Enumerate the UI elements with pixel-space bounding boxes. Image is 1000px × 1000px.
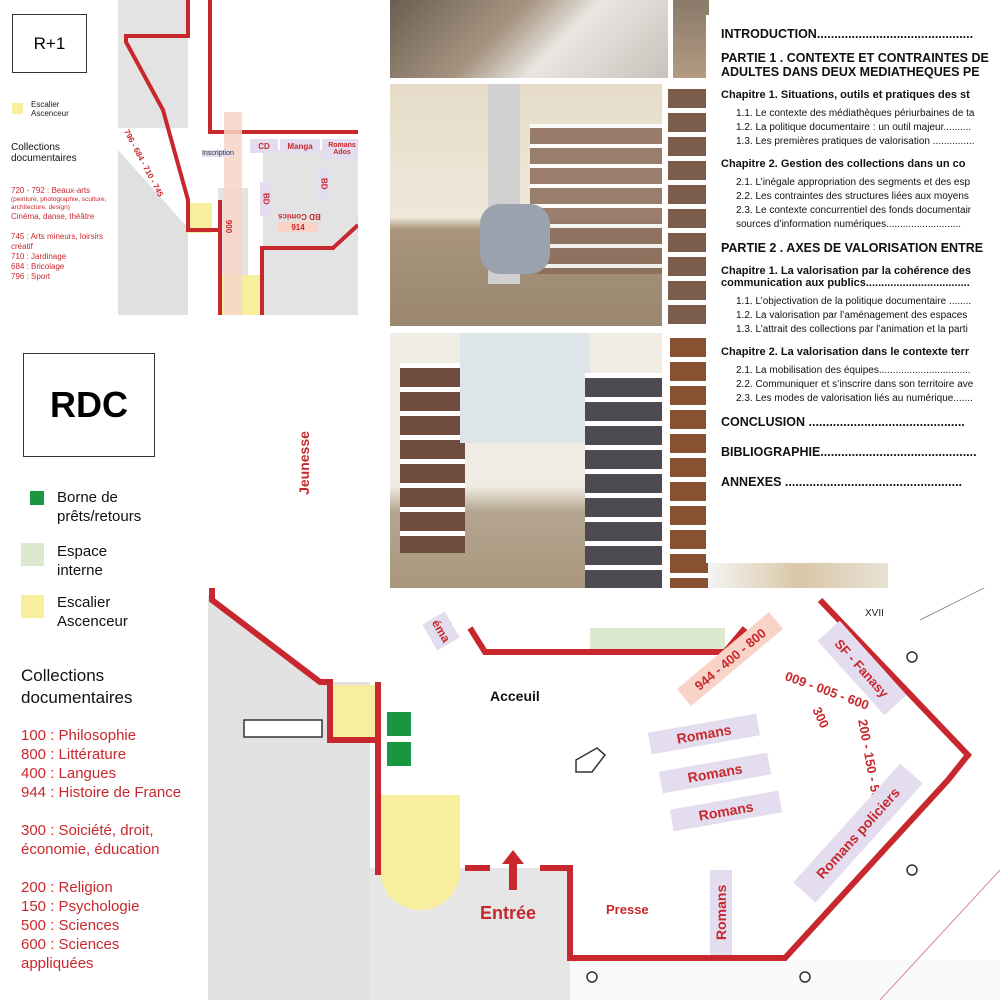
- collection-item: 300 : Soiciété, droit, économie, éducati…: [21, 822, 160, 858]
- library-photo-top-right: [673, 0, 709, 78]
- collection-item: 600 : Sciences appliquées: [21, 936, 120, 972]
- collection-item: 100 : Philosophie: [21, 727, 137, 744]
- shelf-romans-vertical: Romans: [710, 870, 732, 955]
- collection-item: 150 : Psychologie: [21, 898, 140, 915]
- entree-label: Entrée: [480, 903, 537, 923]
- collections-list-rdc: 100 : Philosophie 800 : Littérature 400 …: [21, 726, 196, 973]
- stairs-elevator-swatch: [21, 595, 44, 618]
- bd-comics-label: BD Comics: [278, 212, 321, 221]
- shelf-cd: CD: [250, 139, 278, 153]
- toc-chapter: Chapitre 2. Gestion des collections dans…: [721, 158, 966, 170]
- photo-shelf-left: [400, 363, 465, 553]
- toc-item: 2.2. Les contraintes des structures liée…: [736, 191, 969, 202]
- collections-title-rdc: Collections documentaires: [21, 666, 133, 707]
- collection-detail: (peinture, photographie, sculture, archi…: [11, 196, 107, 211]
- table-of-contents: INTRODUCTION............................…: [706, 15, 1000, 563]
- toc-chapter: Chapitre 1. Situations, outils et pratiq…: [721, 89, 970, 101]
- legend-stairs-label: Escalier Ascenceur: [31, 100, 69, 118]
- legend-checkout-kiosk: Borne de prêts/retours: [57, 489, 142, 525]
- collection-item: 800 : Littérature: [21, 746, 127, 763]
- jeunesse-label: Jeunesse: [295, 431, 312, 495]
- toc-item: 2.3. Les modes de valorisation liés au n…: [736, 393, 973, 404]
- level-label-r1: R+1: [12, 14, 87, 73]
- toc-chapter: Chapitre 2. La valorisation dans le cont…: [721, 346, 970, 358]
- level-label-text: R+1: [33, 33, 66, 53]
- collection-item: 944 : Histoire de France: [21, 784, 182, 801]
- level-label-rdc: RDC: [23, 353, 155, 457]
- shelf-914: 914: [278, 222, 318, 232]
- toc-conclusion: CONCLUSION .............................…: [721, 415, 965, 429]
- collection-item: 400 : Langues: [21, 765, 117, 782]
- collection-item: 796 : Sport: [11, 272, 51, 281]
- toc-partie-1-line-2: ADULTES DANS DEUX MEDIATHEQUES PE: [721, 65, 980, 79]
- collections-title-r1: Collections documentaires: [11, 142, 77, 164]
- acceuil-label: Acceuil: [490, 688, 540, 704]
- library-photo-bottom-strip: [708, 563, 888, 588]
- toc-annexes: ANNEXES ................................…: [721, 475, 963, 489]
- library-photo-top: [390, 0, 668, 78]
- floor-plan-r1-drawing: [118, 0, 358, 315]
- shelf-bd-2: BD: [318, 167, 330, 201]
- internal-space-swatch: [21, 543, 44, 566]
- collections-list-r1: 720 - 792 : Beaux-arts (peinture, photog…: [11, 186, 117, 282]
- collection-item: 684 : Bricolage: [11, 262, 65, 271]
- toc-introduction: INTRODUCTION............................…: [721, 27, 974, 41]
- toc-partie-2: PARTIE 2 . AXES DE VALORISATION ENTRE: [721, 241, 984, 255]
- toc-item: 1.1. Le contexte des médiathèques périur…: [736, 108, 975, 119]
- grid-mark-label: XVII: [865, 608, 884, 619]
- code-900-label: 900: [224, 219, 234, 234]
- library-photo-reading-area: [390, 84, 662, 326]
- checkout-kiosk-swatch: [30, 491, 44, 505]
- toc-bibliographie: BIBLIOGRAPHIE...........................…: [721, 445, 977, 459]
- toc-item: 1.3. L’attrait des collections par l’ani…: [736, 324, 968, 335]
- collection-item: 745 : Arts mineurs, loirsirs créatif: [11, 232, 104, 251]
- collection-item: 200 : Religion: [21, 879, 113, 896]
- toc-item: 1.2. La valorisation par l’aménagement d…: [736, 310, 968, 321]
- toc-item: 2.1. La mobilisation des équipes........…: [736, 365, 971, 376]
- shelf-bd-1: BD: [260, 182, 272, 216]
- stairs-swatch: [12, 103, 23, 114]
- library-photo-right: [668, 84, 708, 326]
- toc-item: sources d’information numériques........…: [736, 219, 962, 230]
- collection-item: 500 : Sciences: [21, 917, 120, 934]
- collection-item: 710 : Jardinage: [11, 252, 67, 261]
- shelf-manga: Manga: [280, 139, 320, 153]
- legend-internal-space: Espace interne: [57, 543, 108, 579]
- legend-stairs-elevator: Escalier Ascenceur: [57, 594, 128, 630]
- toc-item: 2.1. L’inégale appropriation des segment…: [736, 177, 971, 188]
- floor-plan-rdc-drawing: [208, 588, 1000, 1000]
- floor-plan-r1: 796 - 684 - 710 - 745 Inscription CD Man…: [118, 0, 358, 315]
- photo-shelves: [530, 124, 662, 274]
- photo-armchair: [480, 204, 550, 274]
- photo-window: [460, 333, 590, 443]
- toc-partie-1: PARTIE 1 . CONTEXTE ET CONTRAINTES DE: [721, 51, 989, 65]
- toc-item: 2.2. Communiquer et s’inscrire dans son …: [736, 379, 974, 390]
- shelf-romans-ados: Romans Ados: [322, 139, 358, 159]
- floor-plan-rdc: éma Acceuil Entrée Presse 944 - 400 - 80…: [208, 588, 1000, 1000]
- level-label-text: RDC: [50, 384, 128, 425]
- toc-item: 1.1. L’objectivation de la politique doc…: [736, 296, 972, 307]
- toc-item: 1.2. La politique documentaire : un outi…: [736, 122, 972, 133]
- toc-item: 1.3. Les premières pratiques de valorisa…: [736, 136, 975, 147]
- toc-item: 2.3. Le contexte concurrentiel des fonds…: [736, 205, 972, 216]
- library-photo-shelves: [390, 333, 662, 588]
- photo-shelf-right: [585, 373, 662, 588]
- collection-item: 720 - 792 : Beaux-arts: [11, 186, 91, 195]
- library-photo-right-2: [670, 333, 708, 588]
- toc-chapter: Chapitre 1. La valorisation par la cohér…: [721, 265, 972, 277]
- collection-extra: Cinéma, danse, théâtre: [11, 212, 95, 221]
- presse-label: Presse: [606, 902, 649, 917]
- toc-chapter-line-2: communication aux publics...............…: [721, 277, 970, 289]
- inscription-label: Inscription: [202, 150, 234, 157]
